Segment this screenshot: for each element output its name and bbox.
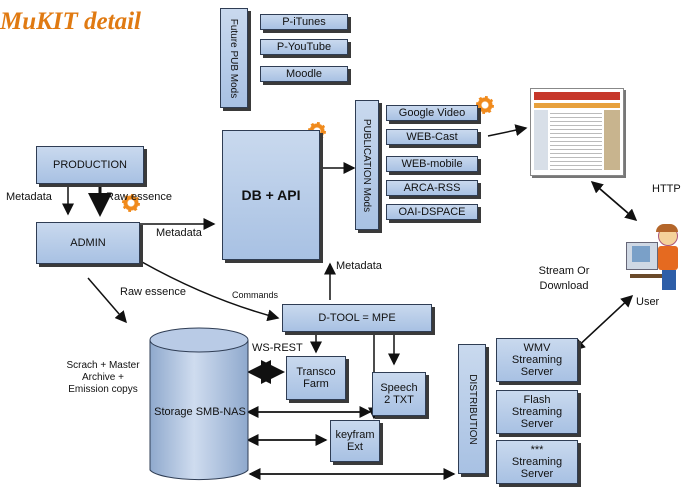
streaming-server-box: *** Streaming Server (496, 440, 578, 484)
publication-mod-item: WEB-Cast (386, 129, 478, 145)
publication-mod-item: ARCA-RSS (386, 180, 478, 196)
raw-essence-label: Raw essence (106, 191, 173, 203)
future-pub-mods-label: Future PUB Mods (228, 18, 240, 98)
web-page-thumbnail (530, 88, 624, 176)
speech-to-text-box: Speech 2 TXT (372, 372, 426, 416)
streaming-server-box: Flash Streaming Server (496, 390, 578, 434)
publication-mod-item: OAI-DSPACE (386, 204, 478, 220)
metadata-label: Metadata (156, 227, 202, 239)
future-mod-item: Moodle (260, 66, 348, 82)
stream-download-label: Stream Or Download (538, 265, 590, 292)
dtool-box: D-TOOL = MPE (282, 304, 432, 332)
user-label: User (636, 296, 660, 308)
streaming-server-box: WMV Streaming Server (496, 338, 578, 382)
publication-mod-item: Google Video (386, 105, 478, 121)
future-mod-item: P-YouTube (260, 39, 348, 55)
page-title: MuKIT detail (0, 8, 141, 35)
storage-label: Storage SMB-NAS (154, 406, 246, 418)
transco-farm-box: Transco Farm (286, 356, 346, 400)
raw-essence-label: Raw essence (120, 286, 187, 298)
gear-icon (122, 194, 140, 212)
scratch-archive-label: Scrach + Master Archive + Emission copys (66, 360, 140, 395)
keyframe-ext-box: keyfram Ext (330, 420, 380, 462)
future-mod-item: P-iTunes (260, 14, 348, 30)
gear-icon (476, 96, 494, 114)
admin-box: ADMIN (36, 222, 140, 264)
storage-cylinder (149, 327, 249, 481)
publication-mods-panel: PUBLICATION Mods (355, 100, 379, 230)
distribution-panel: DISTRIBUTION (458, 344, 486, 474)
metadata-label: Metadata (336, 260, 382, 272)
ws-rest-label: WS-REST (252, 342, 303, 354)
distribution-label: DISTRIBUTION (466, 373, 478, 445)
publication-mod-item: WEB-mobile (386, 156, 478, 172)
production-box: PRODUCTION (36, 146, 144, 184)
future-pub-mods-panel: Future PUB Mods (220, 8, 248, 108)
http-label: HTTP (652, 183, 681, 195)
commands-label: Commands (232, 290, 279, 300)
user-icon (626, 222, 682, 294)
metadata-label: Metadata (6, 191, 52, 203)
db-api-box: DB + API (222, 130, 320, 260)
publication-mods-label: PUBLICATION Mods (361, 118, 373, 212)
